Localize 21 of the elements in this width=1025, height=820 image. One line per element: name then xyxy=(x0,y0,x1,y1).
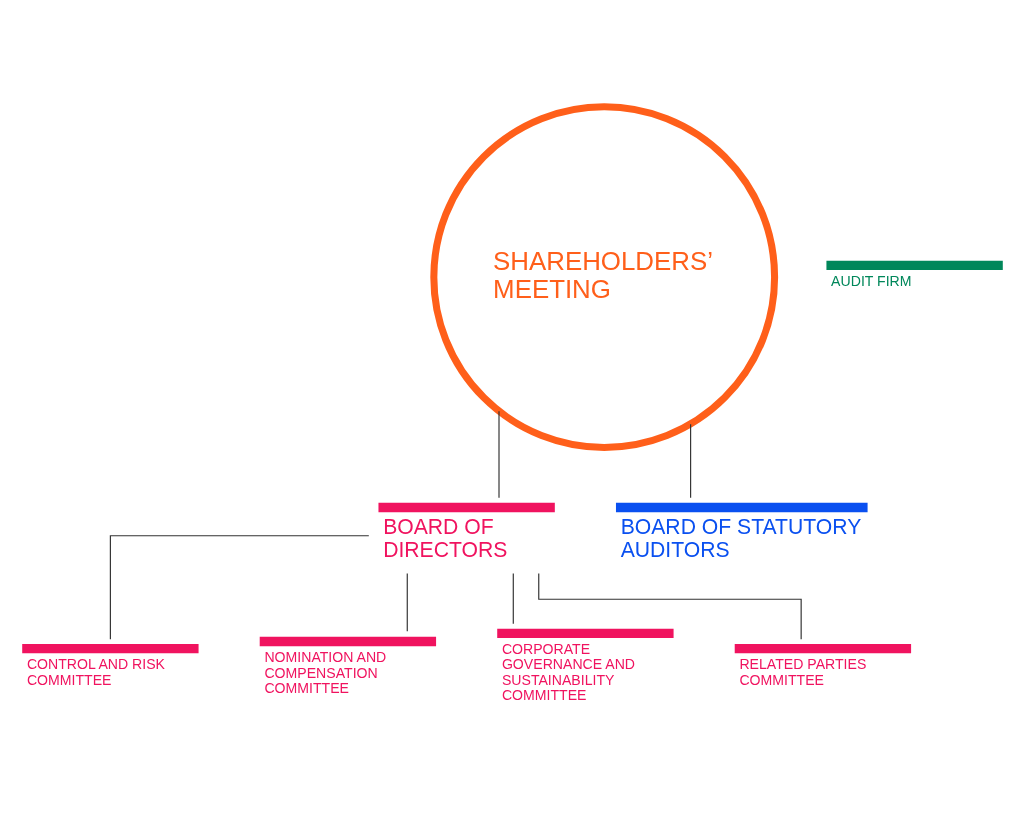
node-label: CONTROL AND RISK COMMITTEE xyxy=(26,656,165,688)
node-box xyxy=(497,628,674,639)
connector xyxy=(109,535,370,640)
node-label: RELATED PARTIES COMMITTEE xyxy=(739,656,867,688)
node-label: BOARD OF STATUTORY AUDITORS xyxy=(620,514,862,562)
node-box xyxy=(259,636,437,647)
connector xyxy=(538,572,802,640)
node-circle: SHAREHOLDERS’ MEETING xyxy=(430,103,779,452)
node-box xyxy=(826,260,1003,271)
node-label: AUDIT FIRM xyxy=(831,273,912,290)
node-box xyxy=(378,502,555,513)
node-label: NOMINATION AND COMPENSATION COMMITTEE xyxy=(264,649,387,696)
connector xyxy=(406,572,408,632)
connector xyxy=(498,410,500,499)
node-label: CORPORATE GOVERNANCE AND SUSTAINABILITY COMMITTEE xyxy=(501,641,636,703)
node-box xyxy=(734,643,912,654)
node-label: BOARD OF DIRECTORS xyxy=(383,514,508,562)
node-box xyxy=(22,643,199,654)
node-box xyxy=(615,502,868,513)
connector xyxy=(690,423,692,499)
connector xyxy=(512,572,514,625)
